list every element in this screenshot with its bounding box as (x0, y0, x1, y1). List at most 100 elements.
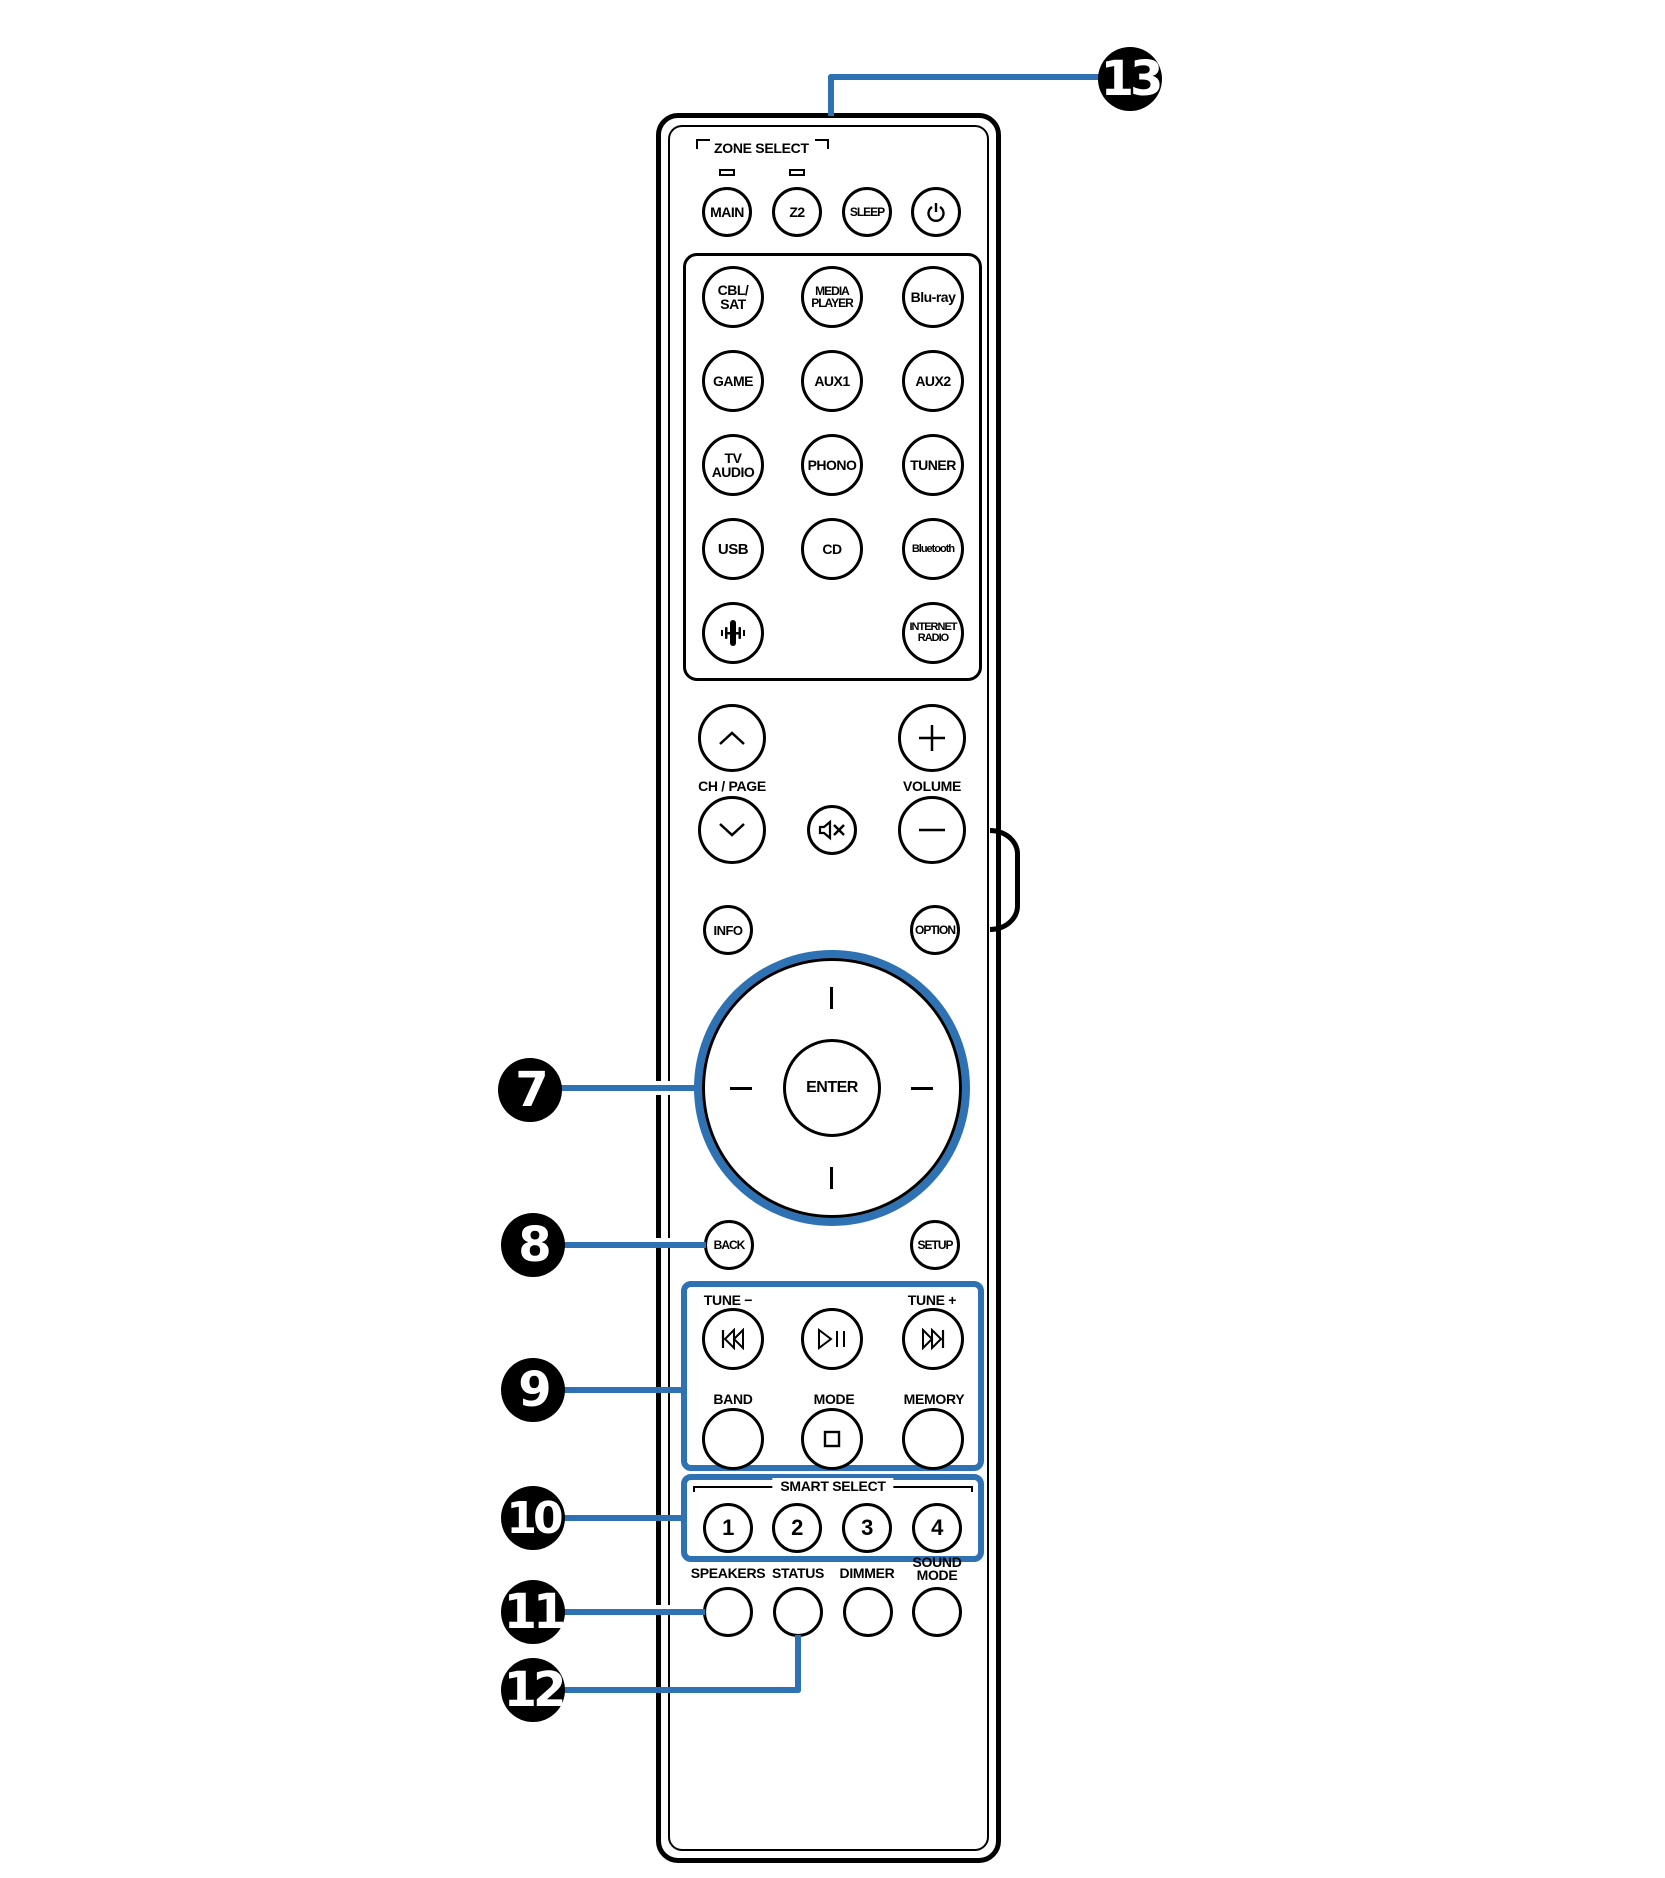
option-button[interactable]: OPTION (910, 905, 960, 955)
skip-back-icon (721, 1328, 744, 1350)
zone-select-bracket-right (815, 139, 829, 149)
cbl-sat-label-line2: SAT (720, 296, 746, 312)
z2-button[interactable]: Z2 (772, 187, 822, 237)
cursor-up-icon[interactable] (830, 987, 833, 1009)
callout-badge-13: 13 (1098, 47, 1163, 111)
speakers-button[interactable] (703, 1587, 753, 1637)
callout-badge-12: 12 (501, 1658, 566, 1722)
smart-select-label: SMART SELECT (772, 1478, 894, 1494)
plus-icon (919, 725, 945, 751)
play-pause-button[interactable] (801, 1308, 863, 1370)
power-icon (927, 203, 945, 222)
tuner-button[interactable]: TUNER (902, 434, 964, 496)
cbl-sat-button[interactable]: CBL/ SAT (702, 266, 764, 328)
tv-audio-label-line1: TV (724, 450, 742, 466)
mute-icon (818, 819, 845, 841)
smart-select-group-highlight (681, 1474, 984, 1562)
status-label: STATUS (771, 1565, 825, 1581)
media-player-label-line1: MEDIA (815, 284, 850, 298)
smart-select-1-button[interactable]: 1 (703, 1503, 753, 1553)
ch-page-label: CH / PAGE (698, 778, 766, 794)
band-button[interactable] (702, 1408, 764, 1470)
setup-button[interactable]: SETUP (910, 1220, 960, 1270)
sound-mode-label-line2: MODE (916, 1567, 958, 1583)
info-button[interactable]: INFO (703, 905, 753, 955)
mute-button[interactable] (807, 805, 857, 855)
callout-12-leader-vertical (795, 1635, 801, 1693)
tv-audio-button[interactable]: TV AUDIO (702, 434, 764, 496)
bluray-button[interactable]: Blu-ray (902, 266, 964, 328)
media-player-button[interactable]: MEDIA PLAYER (801, 266, 863, 328)
callout-9-leader (560, 1387, 684, 1393)
aux1-button[interactable]: AUX1 (801, 350, 863, 412)
cbl-sat-label-line1: CBL/ (717, 282, 749, 298)
power-button[interactable] (911, 187, 961, 237)
status-button[interactable] (773, 1587, 823, 1637)
callout-11-edge-gap (656, 1605, 670, 1609)
volume-down-button[interactable] (898, 796, 966, 864)
remote-face-panel (668, 125, 989, 1851)
next-track-button[interactable] (902, 1308, 964, 1370)
dimmer-label: DIMMER (839, 1565, 895, 1581)
callout-badge-10: 10 (501, 1486, 565, 1550)
sound-mode-label: SOUND MODE (912, 1555, 961, 1583)
memory-label: MEMORY (903, 1391, 965, 1407)
sound-mode-button[interactable] (912, 1587, 962, 1637)
memory-button[interactable] (902, 1408, 964, 1470)
minus-icon (919, 828, 945, 832)
smart-select-4-button[interactable]: 4 (912, 1503, 962, 1553)
input-source-panel (683, 253, 982, 681)
cursor-down-icon[interactable] (830, 1167, 833, 1189)
game-button[interactable]: GAME (702, 350, 764, 412)
remote-side-volume-bulge (990, 828, 1020, 932)
heos-button[interactable] (702, 602, 764, 664)
smart-select-2-button[interactable]: 2 (772, 1503, 822, 1553)
callout-7-leader (560, 1085, 696, 1091)
previous-track-button[interactable] (702, 1308, 764, 1370)
channel-up-button[interactable] (698, 704, 766, 772)
cd-button[interactable]: CD (801, 518, 863, 580)
volume-label: VOLUME (902, 778, 962, 794)
band-label: BAND (713, 1391, 753, 1407)
callout-12-leader-horizontal (560, 1687, 801, 1693)
speakers-label: SPEAKERS (690, 1565, 766, 1581)
bluetooth-button[interactable]: Bluetooth (902, 518, 964, 580)
channel-down-button[interactable] (698, 796, 766, 864)
cursor-left-icon[interactable] (730, 1087, 752, 1090)
media-player-label-line2: PLAYER (811, 296, 854, 310)
z2-zone-indicator (789, 169, 805, 176)
sleep-button[interactable]: SLEEP (842, 187, 892, 237)
smart-select-3-button[interactable]: 3 (842, 1503, 892, 1553)
zone-select-bracket-left (696, 139, 710, 149)
enter-button[interactable]: ENTER (783, 1039, 881, 1137)
usb-button[interactable]: USB (702, 518, 764, 580)
callout-8-edge-gap-top (656, 1238, 670, 1242)
callout-badge-8: 8 (501, 1213, 565, 1277)
back-button[interactable]: BACK (704, 1220, 754, 1270)
tv-audio-label-line2: AUDIO (711, 464, 755, 480)
internet-radio-button[interactable]: INTERNET RADIO (902, 602, 964, 664)
cursor-right-icon[interactable] (911, 1087, 933, 1090)
internet-radio-label-line1: INTERNET (909, 621, 958, 633)
skip-forward-icon (922, 1328, 945, 1350)
heos-icon (721, 620, 745, 646)
cursor-pad[interactable] (702, 958, 962, 1218)
dimmer-button[interactable] (843, 1587, 893, 1637)
volume-up-button[interactable] (898, 704, 966, 772)
callout-11-leader (560, 1609, 705, 1615)
mode-button[interactable] (801, 1408, 863, 1470)
main-zone-indicator (719, 169, 735, 176)
callout-8-leader (560, 1242, 706, 1248)
callout-13-leader-horizontal (828, 74, 1108, 80)
phono-button[interactable]: PHONO (801, 434, 863, 496)
callout-10-leader (560, 1515, 684, 1521)
callout-badge-9: 9 (501, 1358, 565, 1422)
zone-select-label: ZONE SELECT (714, 140, 809, 156)
chevron-up-icon (719, 731, 745, 745)
main-button[interactable]: MAIN (702, 187, 752, 237)
mode-label: MODE (813, 1391, 855, 1407)
callout-7-leader-inner (656, 1085, 696, 1091)
play-pause-icon (818, 1328, 845, 1350)
cursor-pad-highlight (694, 950, 970, 1226)
aux2-button[interactable]: AUX2 (902, 350, 964, 412)
